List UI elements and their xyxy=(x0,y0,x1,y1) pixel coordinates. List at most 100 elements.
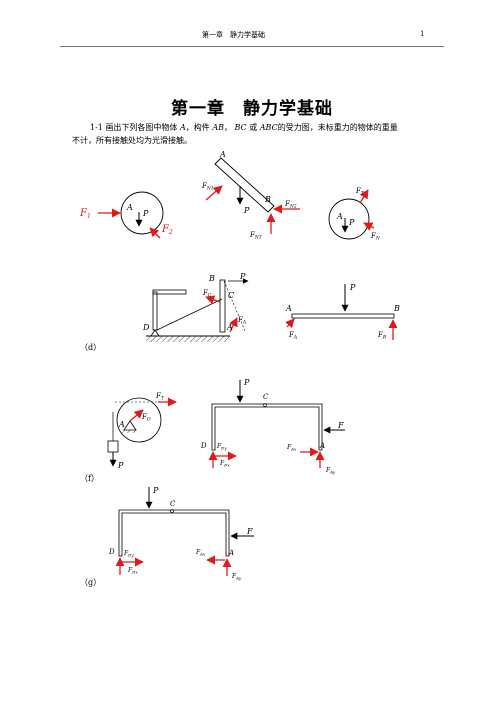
diagram-d: D B P C FC FA A xyxy=(142,272,249,342)
label-f2-d: D xyxy=(200,442,207,450)
label-f2-fay: FAy xyxy=(325,467,336,475)
label-g-c: C xyxy=(170,500,176,508)
diagram-a: F1 A P F2 xyxy=(79,191,173,239)
label-fn1: FN1 xyxy=(201,182,214,192)
frame-f2 xyxy=(211,403,323,451)
label-g-fax: FAx xyxy=(195,549,206,557)
post-d xyxy=(152,291,158,331)
label-f2-fdx: FDx xyxy=(219,460,230,468)
label-e-b: B xyxy=(393,304,400,313)
label-f2-p: P xyxy=(243,378,250,387)
body-c-circle xyxy=(328,198,370,240)
label-c-p: P xyxy=(348,218,355,227)
support-f1 xyxy=(123,420,137,431)
problem-text-a: 画出下列各图中物体 xyxy=(105,123,178,132)
label-f1-fo: FO xyxy=(141,413,151,423)
problem-text-b: ，构件 xyxy=(185,123,210,132)
label-fn3: FN3 xyxy=(249,231,262,241)
force-fn1-arrow xyxy=(205,185,223,201)
page-header: 第一章 静力学基础 1 xyxy=(0,30,504,44)
body-f1-circle xyxy=(116,397,162,443)
problem-number: 1-1 xyxy=(90,123,103,132)
problem-obj-a: A xyxy=(179,123,186,132)
diagram-g: C P F D A FDy FDx FAx FAy xyxy=(108,486,254,581)
label-c-a: A xyxy=(336,212,343,221)
force-fa-arrow-d xyxy=(229,317,238,333)
force-ft-arrow xyxy=(359,189,369,204)
label-f2: F2 xyxy=(161,224,173,236)
block-f1 xyxy=(107,440,119,453)
force-fa-arrow-e xyxy=(285,318,295,329)
diagram-f1: FT FO A P xyxy=(107,392,177,470)
diagram-e: P A B FA FB xyxy=(285,283,400,341)
problem-line-2: 不计，所有接触处均为光滑接触。 xyxy=(72,136,192,145)
rod-dc xyxy=(156,298,223,331)
problem-sep: ， xyxy=(223,123,232,132)
force-fn-arrow xyxy=(363,222,375,231)
header-title: 第一章 静力学基础 xyxy=(202,31,265,39)
label-d-b: B xyxy=(208,274,215,283)
problem-text-c: 的受力图，未标重力的物体的重量 xyxy=(277,123,398,132)
problem-text: 1-1 画出下列各图中物体 A，构件 AB， BC 或 ABC的受力图，未标重力… xyxy=(72,121,437,147)
label-c-fn: FN xyxy=(370,232,381,242)
figure-label-g: （g） xyxy=(80,578,101,587)
arm-d xyxy=(152,289,187,295)
label-f2-a: A xyxy=(319,442,325,450)
member-ab xyxy=(219,279,226,333)
label-g-d: D xyxy=(108,548,115,556)
label-g-f: F xyxy=(246,527,253,536)
label-b-a: A xyxy=(219,150,226,159)
ground-d xyxy=(146,336,230,342)
chapter-title: 第一章 静力学基础 xyxy=(171,99,333,119)
label-e-p: P xyxy=(349,283,356,292)
label-d-fc: FC xyxy=(202,289,212,299)
force-fo-f1 xyxy=(129,409,144,422)
diagram-b: A B P FN1 FN2 FN3 xyxy=(201,150,300,241)
label-b-p: P xyxy=(243,206,250,215)
body-a-circle xyxy=(120,191,164,235)
problem-text-or: 或 xyxy=(249,123,258,132)
label-f1-a: A xyxy=(118,420,125,429)
label-a-point: A xyxy=(126,203,133,212)
beam-ab xyxy=(291,313,395,319)
problem-obj-abc: ABC xyxy=(259,123,278,132)
label-c-ft: FT xyxy=(355,187,365,197)
label-f1: F1 xyxy=(79,208,91,220)
label-d-d: D xyxy=(142,323,150,332)
label-b-b: B xyxy=(264,195,271,204)
label-g-fay: FAy xyxy=(231,573,242,581)
label-g-fdy: FDy xyxy=(123,550,134,558)
label-e-a: A xyxy=(285,304,292,313)
label-g-a: A xyxy=(228,549,234,557)
label-a-p: P xyxy=(142,209,149,218)
label-d-fa: FA xyxy=(237,316,247,326)
force-fc-arrow xyxy=(205,295,221,305)
figure-label-d: （d） xyxy=(80,343,101,352)
label-f2-fdy: FDy xyxy=(216,443,227,451)
frame-g xyxy=(118,509,230,557)
label-f2-f: F xyxy=(337,421,344,430)
label-e-fa: FA xyxy=(288,331,298,341)
hinge-c-f2 xyxy=(263,403,267,407)
label-f2-fax: FAx xyxy=(286,444,297,452)
problem-line-1: 1-1 画出下列各图中物体 A，构件 AB， BC 或 ABC的受力图，未标重力… xyxy=(72,121,437,134)
label-d-p: P xyxy=(239,272,246,281)
figure-label-f: （f） xyxy=(80,474,99,483)
label-f1-ft: FT xyxy=(155,392,165,402)
label-d-a: A xyxy=(226,323,233,332)
label-f1-p: P xyxy=(117,461,124,470)
label-d-c: C xyxy=(228,291,234,300)
problem-obj-ab: AB xyxy=(212,123,224,132)
header-page-number: 1 xyxy=(420,30,425,38)
diagram-f2: C P F D A FDy FDx FAx FAy xyxy=(200,378,345,475)
label-g-fdx: FDx xyxy=(127,567,138,575)
dashed-line-d xyxy=(223,280,246,332)
ground-f1 xyxy=(121,430,139,433)
header-rule xyxy=(60,46,444,47)
label-g-p: P xyxy=(152,486,159,495)
support-d xyxy=(150,329,160,337)
label-e-fb: FB xyxy=(377,331,387,341)
force-f2-arrow xyxy=(149,227,161,239)
label-fn2: FN2 xyxy=(284,200,297,210)
